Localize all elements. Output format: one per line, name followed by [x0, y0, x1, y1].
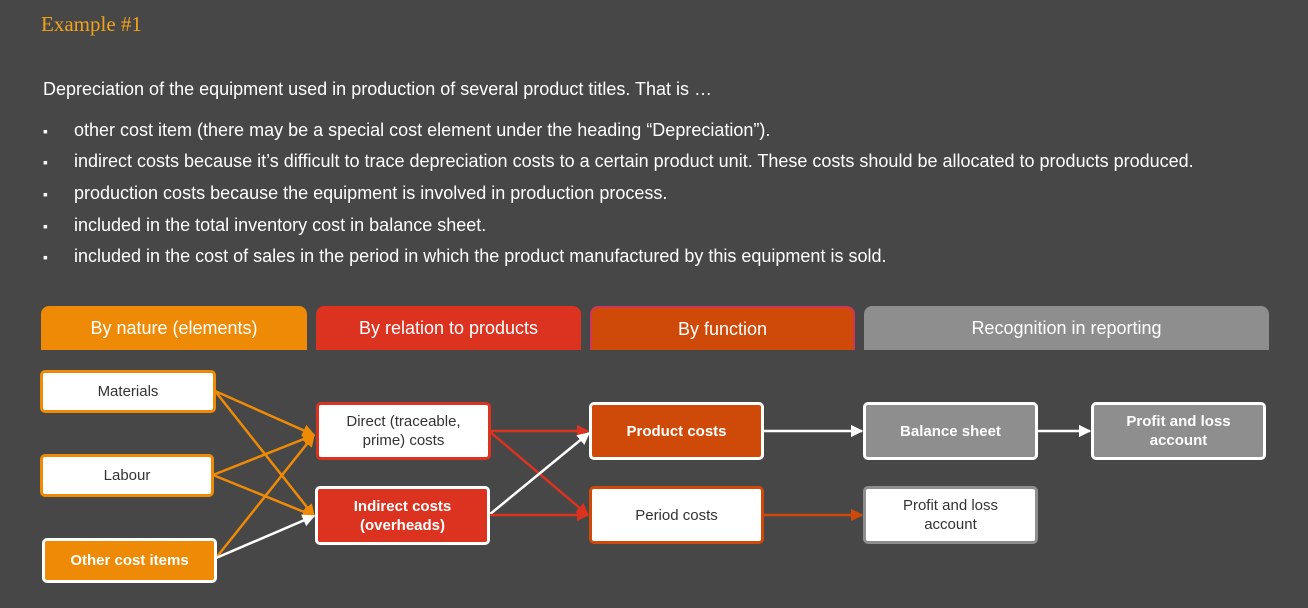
box-label: Product costs [626, 422, 727, 440]
box-label-line: Profit and loss [902, 497, 999, 514]
box-other-cost-items: Other cost items [42, 538, 217, 583]
box-label: Other cost items [70, 552, 189, 569]
bullet-text: other cost item (there may be a special … [74, 120, 771, 140]
box-indirect-costs: Indirect costs (overheads) [315, 486, 490, 545]
bullet-icon: ▪ [43, 154, 48, 170]
box-label-line: prime) costs [362, 432, 445, 449]
box-profit-loss-top: Profit and loss account [1091, 402, 1266, 460]
box-period-costs: Period costs [589, 486, 764, 544]
box-profit-loss-bottom: Profit and loss account [863, 486, 1038, 544]
arrow-other-to-direct [215, 434, 315, 559]
box-product-costs: Product costs [589, 402, 764, 460]
bullet-icon: ▪ [43, 218, 48, 234]
header-by-function: By function [590, 306, 855, 350]
bullet-icon: ▪ [43, 123, 48, 139]
box-label-line: Direct (traceable, [346, 413, 461, 430]
box-label-line: Profit and loss [1126, 413, 1231, 430]
arrow-indirect-to-product [488, 432, 590, 516]
box-label-line: account [1149, 432, 1208, 449]
box-label-line: account [924, 516, 977, 533]
header-by-nature: By nature (elements) [41, 306, 307, 350]
bullet-text: production costs because the equipment i… [74, 183, 668, 203]
box-label: Balance sheet [900, 422, 1001, 440]
header-recognition: Recognition in reporting [864, 306, 1269, 350]
box-label-line: (overheads) [359, 516, 446, 534]
slide-title: Example #1 [41, 12, 142, 36]
bullet-text: indirect costs because it’s difficult to… [74, 151, 1194, 171]
box-materials: Materials [40, 370, 216, 413]
box-label-line: Indirect costs [353, 497, 452, 515]
header-by-relation: By relation to products [316, 306, 581, 350]
bullet-text: included in the cost of sales in the per… [74, 246, 887, 266]
intro-text: Depreciation of the equipment used in pr… [43, 79, 713, 99]
arrow-other-to-indirect [215, 514, 316, 560]
box-balance-sheet: Balance sheet [863, 402, 1038, 460]
arrow-labour-to-direct [212, 433, 316, 477]
bullet-icon: ▪ [43, 249, 48, 265]
bullet-icon: ▪ [43, 186, 48, 202]
box-label: Materials [97, 383, 159, 400]
box-label: Period costs [635, 506, 718, 524]
bullet-text: included in the total inventory cost in … [74, 215, 487, 235]
box-labour: Labour [40, 454, 214, 497]
box-direct-costs: Direct (traceable, prime) costs [316, 402, 491, 460]
box-label: Labour [103, 467, 151, 484]
arrow-materials-to-direct [214, 389, 316, 437]
arrow-labour-to-indirect [212, 473, 316, 518]
